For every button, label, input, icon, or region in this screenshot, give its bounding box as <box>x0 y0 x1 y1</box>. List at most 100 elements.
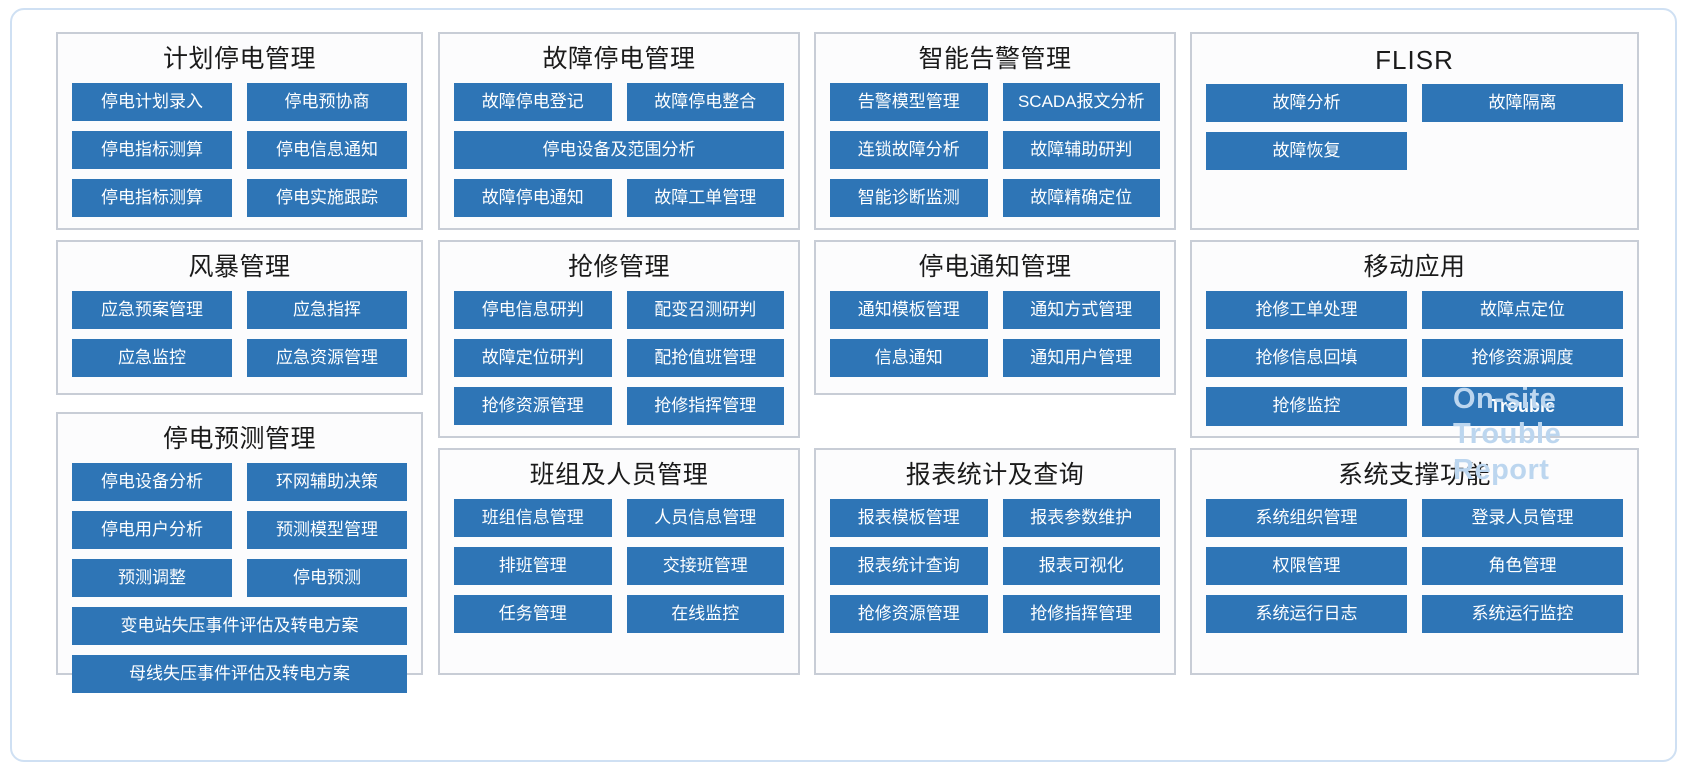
menu-button-repair-command-management[interactable]: 抢修指挥管理 <box>626 387 784 425</box>
panel-buttons: 停电计划录入 停电预协商 停电指标测算 停电信息通知 停电指标测算 停电实施跟踪 <box>58 83 421 217</box>
panel-system-support: 系统支撑功能 系统组织管理 登录人员管理 权限管理 角色管理 系统运行日志 系统… <box>1190 448 1639 675</box>
panel-buttons: 系统组织管理 登录人员管理 权限管理 角色管理 系统运行日志 系统运行监控 <box>1192 499 1637 633</box>
menu-button-forecast-adjustment[interactable]: 预测调整 <box>72 559 232 597</box>
menu-button-fault-restoration[interactable]: 故障恢复 <box>1206 132 1407 170</box>
menu-button-fault-isolation[interactable]: 故障隔离 <box>1422 84 1623 122</box>
button-row: 预测调整 停电预测 <box>72 559 407 597</box>
menu-button-report-parameter-maintenance[interactable]: 报表参数维护 <box>1002 499 1160 537</box>
button-row: 故障停电登记 故障停电整合 <box>454 83 784 121</box>
button-row: 抢修资源管理 抢修指挥管理 <box>454 387 784 425</box>
panel-report-statistics: 报表统计及查询 报表模板管理 报表参数维护 报表统计查询 报表可视化 抢修资源管… <box>814 448 1176 675</box>
menu-button-repair-resource-dispatch[interactable]: 抢修资源调度 <box>1422 339 1623 377</box>
menu-button-fault-point-location[interactable]: 故障点定位 <box>1422 291 1623 329</box>
menu-button-notice-method-management[interactable]: 通知方式管理 <box>1002 291 1160 329</box>
button-row: 连锁故障分析 故障辅助研判 <box>830 131 1160 169</box>
button-row: 信息通知 通知用户管理 <box>830 339 1160 377</box>
button-row: 权限管理 角色管理 <box>1206 547 1623 585</box>
panel-buttons: 班组信息管理 人员信息管理 排班管理 交接班管理 任务管理 在线监控 <box>440 499 798 633</box>
menu-button-report-visualization[interactable]: 报表可视化 <box>1002 547 1160 585</box>
menu-button-repair-work-order-handling[interactable]: 抢修工单处理 <box>1206 291 1407 329</box>
menu-button-fault-analysis[interactable]: 故障分析 <box>1206 84 1407 122</box>
button-row: 停电用户分析 预测模型管理 <box>72 511 407 549</box>
menu-button-outage-forecast[interactable]: 停电预测 <box>247 559 407 597</box>
menu-button-repair-monitoring[interactable]: 抢修监控 <box>1206 387 1407 426</box>
menu-button-team-info-management[interactable]: 班组信息管理 <box>454 499 612 537</box>
menu-button-outage-equipment-scope-analysis[interactable]: 停电设备及范围分析 <box>454 131 784 169</box>
menu-button-fault-location-judgement[interactable]: 故障定位研判 <box>454 339 612 377</box>
menu-button-shift-handover-management[interactable]: 交接班管理 <box>626 547 784 585</box>
menu-button-outage-equipment-analysis[interactable]: 停电设备分析 <box>72 463 232 501</box>
menu-button-repair-resource-management[interactable]: 抢修资源管理 <box>454 387 612 425</box>
menu-button-repair-duty-management[interactable]: 配抢值班管理 <box>626 339 784 377</box>
menu-button-information-notice[interactable]: 信息通知 <box>830 339 988 377</box>
panel-buttons: 抢修工单处理 故障点定位 抢修信息回填 抢修资源调度 抢修监控 Trouble <box>1192 291 1637 426</box>
menu-button-login-user-management[interactable]: 登录人员管理 <box>1422 499 1623 537</box>
button-row: 故障停电通知 故障工单管理 <box>454 179 784 217</box>
menu-button-emergency-monitoring[interactable]: 应急监控 <box>72 339 232 377</box>
menu-button-outage-plan-entry[interactable]: 停电计划录入 <box>72 83 232 121</box>
button-row: 抢修监控 Trouble <box>1206 387 1623 426</box>
menu-button-alarm-model-management[interactable]: 告警模型管理 <box>830 83 988 121</box>
panel-title: 计划停电管理 <box>162 45 316 73</box>
menu-button-outage-info-notice[interactable]: 停电信息通知 <box>247 131 407 169</box>
spacer <box>1422 132 1623 170</box>
menu-button-precise-fault-location[interactable]: 故障精确定位 <box>1002 179 1160 217</box>
panel-grid: 计划停电管理 停电计划录入 停电预协商 停电指标测算 停电信息通知 停电指标测算… <box>56 32 1639 742</box>
menu-button-emergency-plan-management[interactable]: 应急预案管理 <box>72 291 232 329</box>
menu-button-report-repair-command-management[interactable]: 抢修指挥管理 <box>1002 595 1160 633</box>
menu-button-task-management[interactable]: 任务管理 <box>454 595 612 633</box>
button-row: 停电指标测算 停电信息通知 <box>72 131 407 169</box>
menu-button-ring-network-decision-support[interactable]: 环网辅助决策 <box>247 463 407 501</box>
menu-button-repair-info-backfill[interactable]: 抢修信息回填 <box>1206 339 1407 377</box>
menu-button-cascading-fault-analysis[interactable]: 连锁故障分析 <box>830 131 988 169</box>
menu-button-system-organization-management[interactable]: 系统组织管理 <box>1206 499 1407 537</box>
menu-button-permission-management[interactable]: 权限管理 <box>1206 547 1407 585</box>
menu-button-trouble[interactable]: Trouble <box>1422 387 1623 426</box>
menu-button-outage-customer-analysis[interactable]: 停电用户分析 <box>72 511 232 549</box>
panel-title: 报表统计及查询 <box>905 461 1085 489</box>
panel-flisr: FLISR 故障分析 故障隔离 故障恢复 <box>1190 32 1639 230</box>
menu-button-outage-index-calc-2[interactable]: 停电指标测算 <box>72 179 232 217</box>
menu-button-online-monitoring[interactable]: 在线监控 <box>626 595 784 633</box>
button-row: 通知模板管理 通知方式管理 <box>830 291 1160 329</box>
menu-button-emergency-command[interactable]: 应急指挥 <box>247 291 407 329</box>
panel-buttons: 故障停电登记 故障停电整合 停电设备及范围分析 故障停电通知 故障工单管理 <box>440 83 798 217</box>
panel-emergency-repair: 抢修管理 停电信息研判 配变召测研判 故障定位研判 配抢值班管理 抢修资源管理 … <box>438 240 800 438</box>
button-row: 停电指标测算 停电实施跟踪 <box>72 179 407 217</box>
menu-button-fault-outage-notice[interactable]: 故障停电通知 <box>454 179 612 217</box>
button-row: 任务管理 在线监控 <box>454 595 784 633</box>
panel-title: 班组及人员管理 <box>529 461 709 489</box>
menu-button-fault-outage-consolidation[interactable]: 故障停电整合 <box>626 83 784 121</box>
menu-button-substation-voltage-loss-assessment[interactable]: 变电站失压事件评估及转电方案 <box>72 607 407 645</box>
menu-button-fault-assisted-judgement[interactable]: 故障辅助研判 <box>1002 131 1160 169</box>
panel-smart-alarm: 智能告警管理 告警模型管理 SCADA报文分析 连锁故障分析 故障辅助研判 智能… <box>814 32 1176 230</box>
menu-button-fault-outage-registration[interactable]: 故障停电登记 <box>454 83 612 121</box>
menu-button-scada-message-analysis[interactable]: SCADA报文分析 <box>1002 83 1160 121</box>
panel-buttons: 告警模型管理 SCADA报文分析 连锁故障分析 故障辅助研判 智能诊断监测 故障… <box>816 83 1174 217</box>
menu-button-smart-diagnosis-monitoring[interactable]: 智能诊断监测 <box>830 179 988 217</box>
menu-button-outage-execution-tracking[interactable]: 停电实施跟踪 <box>247 179 407 217</box>
menu-button-emergency-resource-management[interactable]: 应急资源管理 <box>247 339 407 377</box>
panel-buttons: 通知模板管理 通知方式管理 信息通知 通知用户管理 <box>816 291 1174 377</box>
menu-button-shift-scheduling[interactable]: 排班管理 <box>454 547 612 585</box>
menu-button-personnel-info-management[interactable]: 人员信息管理 <box>626 499 784 537</box>
panel-fault-outage: 故障停电管理 故障停电登记 故障停电整合 停电设备及范围分析 故障停电通知 故障… <box>438 32 800 230</box>
menu-button-transformer-polling-judgement[interactable]: 配变召测研判 <box>626 291 784 329</box>
button-row: 故障定位研判 配抢值班管理 <box>454 339 784 377</box>
menu-button-notice-user-management[interactable]: 通知用户管理 <box>1002 339 1160 377</box>
menu-button-outage-pre-negotiation[interactable]: 停电预协商 <box>247 83 407 121</box>
button-row: 故障分析 故障隔离 <box>1206 84 1623 122</box>
menu-button-system-operation-monitoring[interactable]: 系统运行监控 <box>1422 595 1623 633</box>
menu-button-report-repair-resource-management[interactable]: 抢修资源管理 <box>830 595 988 633</box>
menu-button-outage-index-calc-1[interactable]: 停电指标测算 <box>72 131 232 169</box>
button-row: 停电计划录入 停电预协商 <box>72 83 407 121</box>
menu-button-fault-work-order-management[interactable]: 故障工单管理 <box>626 179 784 217</box>
menu-button-role-management[interactable]: 角色管理 <box>1422 547 1623 585</box>
menu-button-system-operation-log[interactable]: 系统运行日志 <box>1206 595 1407 633</box>
menu-button-report-statistics-query[interactable]: 报表统计查询 <box>830 547 988 585</box>
menu-button-report-template-management[interactable]: 报表模板管理 <box>830 499 988 537</box>
menu-button-outage-info-judgement[interactable]: 停电信息研判 <box>454 291 612 329</box>
menu-button-busbar-voltage-loss-assessment[interactable]: 母线失压事件评估及转电方案 <box>72 655 407 693</box>
menu-button-forecast-model-management[interactable]: 预测模型管理 <box>247 511 407 549</box>
menu-button-notice-template-management[interactable]: 通知模板管理 <box>830 291 988 329</box>
